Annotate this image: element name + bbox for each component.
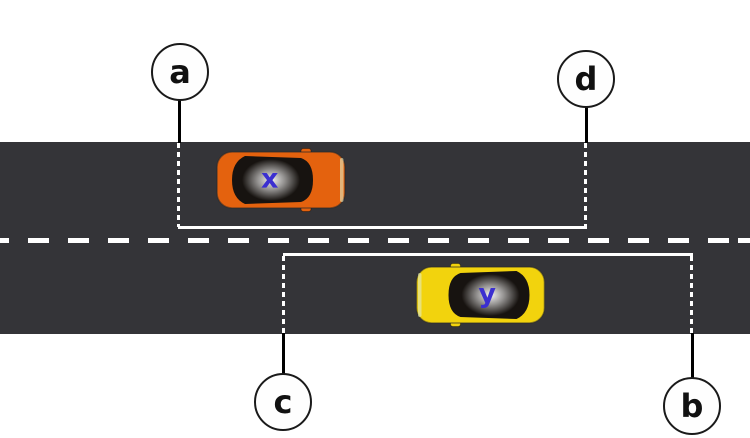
car-y-top-view-icon <box>415 263 546 327</box>
marker-c-dashed-line <box>282 256 285 334</box>
car-y-label: y <box>478 278 496 310</box>
marker-b-circle: b <box>663 377 721 435</box>
marker-b-dashed-line <box>690 256 693 334</box>
marker-d-label: d <box>574 60 598 98</box>
marker-b-label: b <box>680 387 704 425</box>
car-x-top-view-icon <box>216 148 346 212</box>
marker-c-circle: c <box>254 373 312 431</box>
car-x: x <box>215 148 347 212</box>
marker-a-connector <box>178 100 181 143</box>
top-measure-line <box>178 226 587 229</box>
lane-divider-dashed-line <box>0 238 750 243</box>
marker-a-circle: a <box>151 43 209 101</box>
marker-d-circle: d <box>557 50 615 108</box>
car-x-label: x <box>261 163 279 195</box>
marker-b-connector <box>691 333 694 378</box>
marker-c-label: c <box>273 383 293 421</box>
car-y: y <box>414 263 547 327</box>
marker-a-label: a <box>169 53 191 91</box>
marker-c-connector <box>282 333 285 374</box>
marker-d-dashed-line <box>584 143 587 227</box>
bottom-measure-line <box>283 253 693 256</box>
marker-d-connector <box>585 107 588 143</box>
marker-a-dashed-line <box>177 143 180 227</box>
road-surface <box>0 142 750 334</box>
